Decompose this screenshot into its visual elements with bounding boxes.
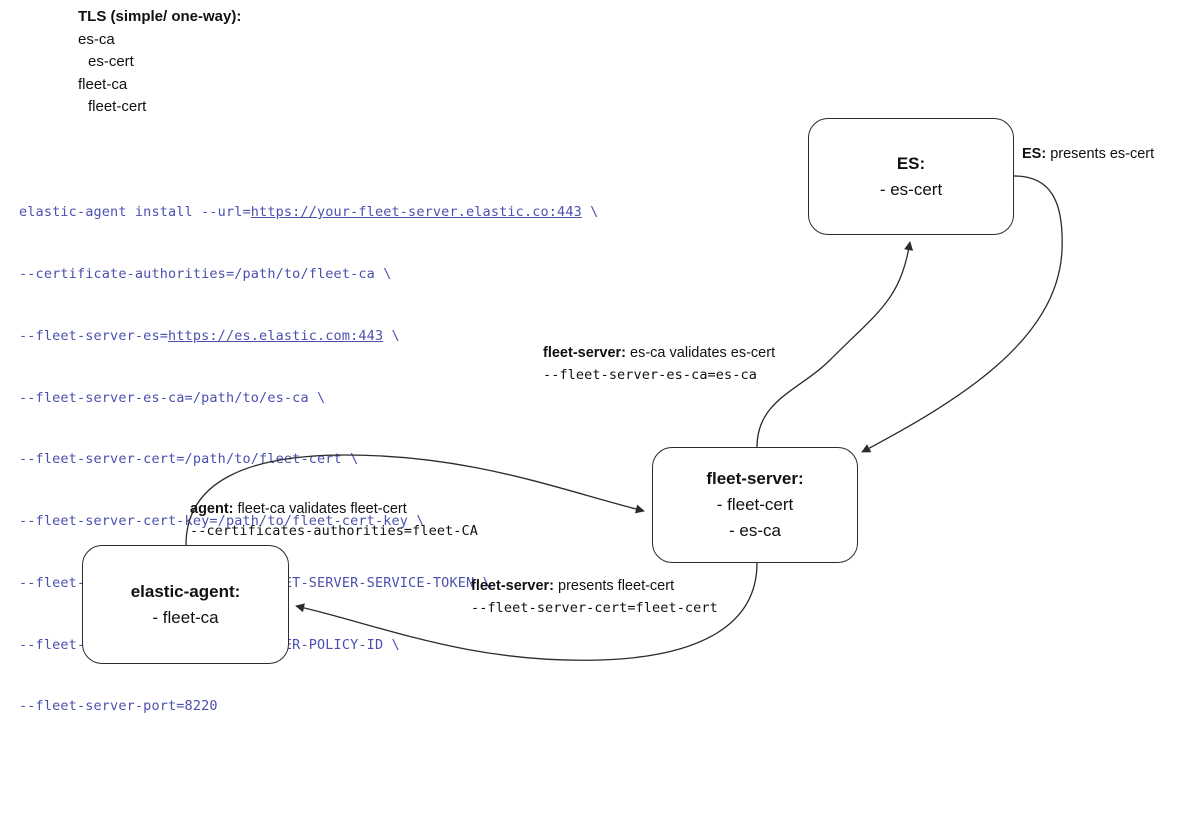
edge-label-fleet-server-presents-rest: presents fleet-cert bbox=[554, 578, 675, 594]
edge-label-agent-validates-flag: --certificates-authorities=fleet-CA bbox=[190, 522, 478, 539]
node-es[interactable]: ES: - es-cert bbox=[808, 118, 1014, 235]
edge-label-es-presents: ES: presents es-cert bbox=[1022, 144, 1154, 166]
node-elastic-agent-item-fleet-ca: - fleet-ca bbox=[152, 607, 219, 627]
edge-label-fleet-server-presents-strong: fleet-server: bbox=[471, 578, 555, 594]
command-line-1-post: \ bbox=[581, 204, 599, 221]
tls-legend-item-fleet-cert: fleet-cert bbox=[88, 98, 147, 115]
command-line-1-pre: elastic-agent install --url= bbox=[19, 204, 251, 221]
command-line-5: --fleet-server-cert=/path/to/fleet-cert … bbox=[19, 451, 359, 468]
tls-legend-item-es-ca: es-ca bbox=[78, 30, 115, 48]
command-line-3: --fleet-server-es=https://es.elastic.com… bbox=[19, 326, 598, 347]
command-line-1-url[interactable]: https://your-fleet-server.elastic.co:443 bbox=[250, 204, 582, 221]
node-fleet-server-title: fleet-server: bbox=[706, 469, 804, 488]
edge-label-fleet-server-validates: fleet-server: es-ca validates es-cert --… bbox=[543, 343, 775, 386]
node-es-title: ES: bbox=[896, 153, 926, 173]
edge-label-es-presents-rest: presents es-cert bbox=[1046, 146, 1155, 162]
edge-label-agent-validates: agent: fleet-ca validates fleet-cert --c… bbox=[190, 499, 478, 542]
edge-label-fleet-server-presents-line1: fleet-server: presents fleet-cert bbox=[471, 576, 718, 598]
node-es-item-es-cert: - es-cert bbox=[879, 179, 943, 199]
node-fleet-server[interactable]: fleet-server: - fleet-cert - es-ca bbox=[652, 447, 858, 563]
command-line-3-post: \ bbox=[383, 327, 400, 344]
edge-label-es-presents-line1: ES: presents es-cert bbox=[1022, 144, 1154, 166]
edge-label-fleet-server-validates-strong: fleet-server: bbox=[543, 345, 627, 361]
edge-fleet-server-to-es bbox=[756, 241, 914, 448]
command-line-3-pre: --fleet-server-es= bbox=[19, 327, 168, 344]
edge-label-fleet-server-validates-line1: fleet-server: es-ca validates es-cert bbox=[543, 343, 775, 365]
command-line-3-url[interactable]: https://es.elastic.com:443 bbox=[168, 327, 384, 344]
edge-label-fleet-server-presents-flag: --fleet-server-cert=fleet-cert bbox=[471, 599, 718, 616]
node-fleet-server-item-es-ca: - es-ca bbox=[729, 521, 781, 540]
edge-label-fleet-server-validates-flag: --fleet-server-es-ca=es-ca bbox=[543, 366, 757, 383]
edge-label-fleet-server-validates-rest: es-ca validates es-cert bbox=[626, 345, 776, 361]
tls-legend: TLS (simple/ one-way): es-ca es-cert fle… bbox=[78, 6, 378, 119]
tls-legend-item-fleet-ca: fleet-ca bbox=[78, 75, 128, 93]
tls-legend-item-es-cert: es-cert bbox=[88, 53, 134, 70]
command-line-4: --fleet-server-es-ca=/path/to/es-ca \ bbox=[19, 389, 326, 406]
node-elastic-agent-title: elastic-agent: bbox=[130, 581, 241, 601]
command-line-1: elastic-agent install --url=https://your… bbox=[19, 202, 598, 223]
command-line-2: --certificate-authorities=/path/to/fleet… bbox=[19, 265, 392, 282]
edge-label-es-presents-strong: ES: bbox=[1022, 146, 1047, 162]
command-line-9: --fleet-server-port=8220 bbox=[19, 698, 218, 715]
edge-label-agent-validates-rest: fleet-ca validates fleet-cert bbox=[233, 501, 407, 517]
node-fleet-server-item-fleet-cert: - fleet-cert bbox=[716, 495, 794, 514]
edge-label-agent-validates-line1: agent: fleet-ca validates fleet-cert bbox=[190, 499, 478, 521]
edge-label-agent-validates-strong: agent: bbox=[190, 501, 234, 517]
edge-label-fleet-server-presents: fleet-server: presents fleet-cert --flee… bbox=[471, 576, 718, 619]
node-elastic-agent[interactable]: elastic-agent: - fleet-ca bbox=[82, 545, 289, 664]
tls-legend-title: TLS (simple/ one-way): bbox=[78, 8, 242, 25]
